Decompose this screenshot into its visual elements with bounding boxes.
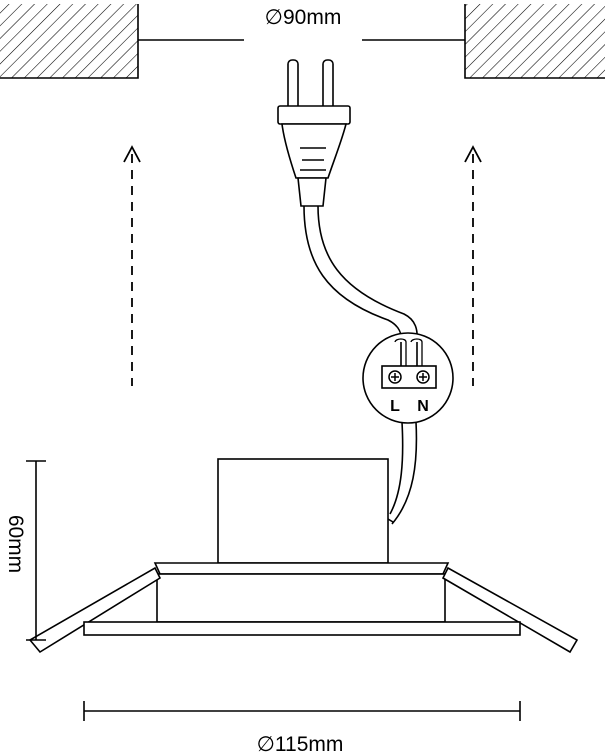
terminal-block: L N bbox=[362, 332, 454, 424]
plug-icon bbox=[277, 59, 351, 207]
ceiling-right bbox=[464, 4, 605, 79]
screw-icon bbox=[388, 370, 402, 384]
height-label: 60mm bbox=[4, 515, 27, 573]
terminal-live-label: L bbox=[390, 398, 400, 415]
ceiling-left bbox=[0, 4, 139, 79]
insert-arrow-right bbox=[464, 145, 482, 386]
outer-diameter-label: ∅115mm bbox=[257, 733, 344, 756]
insert-arrow-left bbox=[123, 145, 141, 386]
screw-icon bbox=[416, 370, 430, 384]
outer-diameter-dimension bbox=[83, 701, 521, 721]
height-dimension bbox=[26, 460, 46, 641]
cutout-diameter-label: ∅90mm bbox=[265, 6, 342, 29]
power-cable bbox=[303, 205, 419, 343]
terminal-neutral-label: N bbox=[417, 398, 429, 415]
downlight-body bbox=[28, 458, 579, 654]
